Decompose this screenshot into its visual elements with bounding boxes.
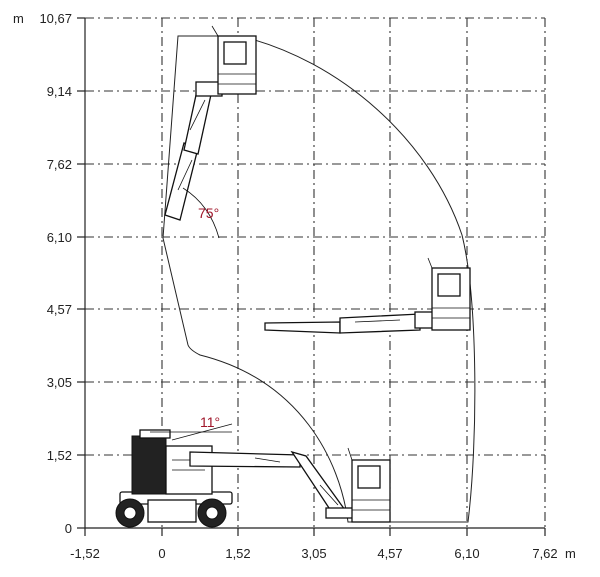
front-hub-icon [205, 506, 219, 520]
x-tick-label: -1,52 [70, 546, 100, 561]
angle-arc [182, 187, 220, 239]
x-tick-label: 4,57 [377, 546, 402, 561]
y-tick-label: 0 [65, 521, 72, 536]
machine-base [115, 423, 391, 528]
angle-label-11: 11° [200, 414, 220, 430]
jib-arm [290, 450, 347, 515]
boom-max-height [164, 25, 257, 239]
angle-label-75: 75° [198, 205, 219, 221]
vertical-lower-boom [164, 142, 199, 221]
y-axis-unit: m [13, 11, 24, 26]
horizontal-upper-boom [339, 313, 421, 334]
y-tick-label: 7,62 [47, 157, 72, 172]
y-tick-label: 3,05 [47, 375, 72, 390]
lower-boom [189, 451, 301, 468]
chassis-center [147, 499, 197, 523]
y-tick-label: 1,52 [47, 448, 72, 463]
working-envelope [162, 35, 476, 523]
y-tick-label: 4,57 [47, 302, 72, 317]
y-tick-label: 6,10 [47, 230, 72, 245]
x-axis-unit: m [565, 546, 576, 561]
rear-hub-icon [123, 506, 137, 520]
turret-top [139, 429, 171, 439]
boom-horizontal-reach [264, 257, 471, 334]
y-tick-label: 10,67 [39, 11, 72, 26]
x-tick-label: 7,62 [532, 546, 557, 561]
x-tick-label: 6,10 [454, 546, 479, 561]
y-tick-label: 9,14 [47, 84, 72, 99]
x-tick-label: 1,52 [225, 546, 250, 561]
counterweight [131, 435, 167, 495]
y-tick-labels: 0 1,52 3,05 4,57 6,10 7,62 9,14 10,67 [39, 11, 85, 536]
x-tick-labels: -1,52 0 1,52 3,05 4,57 6,10 7,62 [70, 528, 558, 561]
x-tick-label: 0 [158, 546, 165, 561]
x-tick-label: 3,05 [301, 546, 326, 561]
horizontal-lower-boom [264, 321, 341, 334]
